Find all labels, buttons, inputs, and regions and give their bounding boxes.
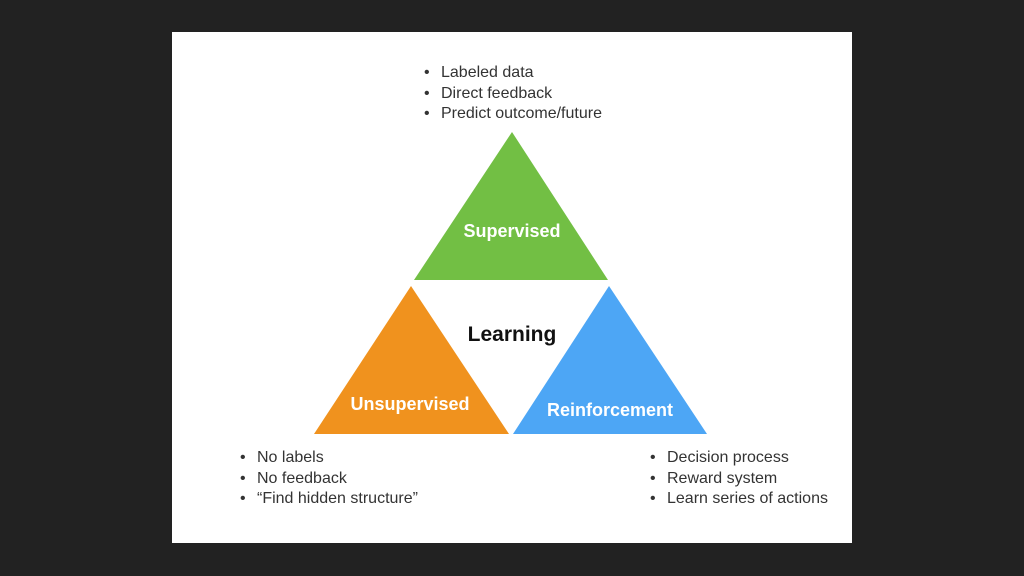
unsupervised-label: Unsupervised (350, 394, 469, 414)
unsupervised-triangle (314, 286, 509, 434)
bullet-item: Decision process (650, 448, 828, 469)
reinforcement-label: Reinforcement (547, 400, 673, 420)
bullet-item: Learn series of actions (650, 489, 828, 510)
bullet-item: Labeled data (424, 63, 602, 84)
supervised-bullet-list: Labeled data Direct feedback Predict out… (424, 63, 602, 125)
bullet-item: Reward system (650, 469, 828, 490)
supervised-label: Supervised (463, 221, 560, 241)
bullet-item: Predict outcome/future (424, 104, 602, 125)
bullet-item: Direct feedback (424, 84, 602, 105)
bullet-item: No feedback (240, 469, 418, 490)
unsupervised-bullet-list: No labels No feedback “Find hidden struc… (240, 448, 418, 510)
slide: Supervised Unsupervised Reinforcement Le… (172, 32, 852, 543)
supervised-triangle (414, 132, 608, 280)
reinforcement-bullet-list: Decision process Reward system Learn ser… (650, 448, 828, 510)
bullet-item: No labels (240, 448, 418, 469)
bullet-item: “Find hidden structure” (240, 489, 418, 510)
learning-center-label: Learning (468, 323, 557, 346)
learning-triangle-diagram: Supervised Unsupervised Reinforcement Le… (314, 132, 707, 434)
reinforcement-triangle (513, 286, 707, 434)
